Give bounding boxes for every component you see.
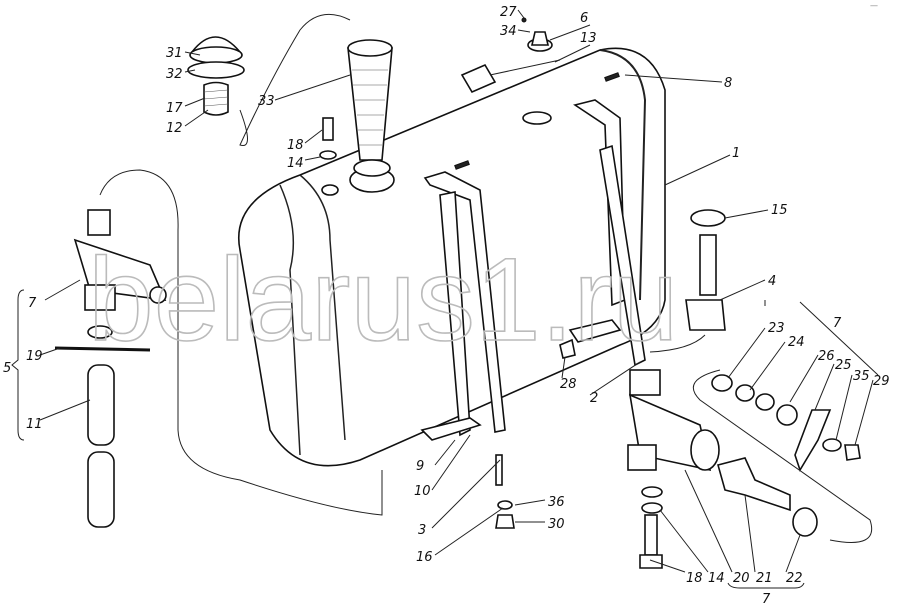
- label-24: 24: [788, 335, 805, 350]
- label-34: 34: [500, 24, 517, 39]
- label-8: 8: [724, 76, 732, 91]
- label-1: 1: [732, 146, 740, 161]
- label-29: 29: [873, 374, 890, 389]
- label-30: 30: [548, 517, 565, 532]
- label-25: 25: [835, 358, 852, 373]
- left-valve: [54, 169, 383, 528]
- label-28: 28: [560, 377, 577, 392]
- label-10: 10: [414, 484, 431, 499]
- label-7-left: 7: [28, 296, 37, 311]
- part-labels: 27 34 6 13 8 1 31 32 17 12 33 18 14 15 4…: [3, 5, 890, 607]
- label-7-bottom: 7: [762, 592, 771, 607]
- label-31: 31: [166, 46, 183, 61]
- label-18: 18: [287, 138, 304, 153]
- label-2: 2: [590, 391, 598, 406]
- label-12: 12: [166, 121, 183, 136]
- drain-fitting: [495, 209, 872, 569]
- label-16: 16: [416, 550, 433, 565]
- label-7-kit: 7: [833, 316, 842, 331]
- label-3: 3: [418, 523, 426, 538]
- filler-cap: [187, 13, 351, 147]
- label-32: 32: [166, 67, 183, 82]
- label-11: 11: [26, 417, 43, 432]
- bolt-top: [319, 117, 337, 160]
- label-19: 19: [26, 349, 43, 364]
- label-18-bottom: 18: [686, 571, 703, 586]
- label-35: 35: [853, 369, 870, 384]
- label-4: 4: [768, 274, 776, 289]
- label-22: 22: [786, 571, 803, 586]
- label-23: 23: [768, 321, 785, 336]
- label-27: 27: [500, 5, 517, 20]
- label-26: 26: [818, 349, 835, 364]
- label-33: 33: [258, 94, 275, 109]
- label-5: 5: [3, 361, 11, 376]
- label-20: 20: [733, 571, 750, 586]
- filler-neck: [321, 39, 395, 196]
- label-21: 21: [756, 571, 773, 586]
- label-13: 13: [580, 31, 597, 46]
- leader-lines: [11, 9, 879, 589]
- label-14-bottom: 14: [708, 571, 725, 586]
- label-14: 14: [287, 156, 304, 171]
- label-15: 15: [771, 203, 788, 218]
- label-17: 17: [166, 101, 183, 116]
- corner-mark: —: [870, 1, 878, 10]
- label-6: 6: [580, 11, 588, 26]
- label-36: 36: [548, 495, 565, 510]
- label-9: 9: [416, 459, 424, 474]
- tank-straps: [420, 99, 646, 486]
- watermark: belarus1.ru: [88, 234, 678, 366]
